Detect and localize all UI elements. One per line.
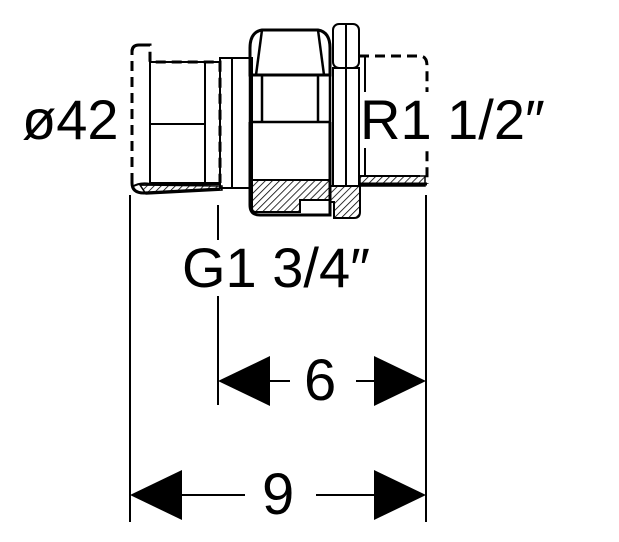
diameter-label: ø42 [22,88,119,151]
dimension-overall-value: 9 [258,466,299,524]
press-sleeve [130,43,222,195]
male-thread-label: R1 1/2″ [360,88,545,151]
dimension-line-9 [130,470,426,520]
extension-lines [129,195,427,522]
union-nut [248,28,332,217]
dimension-line-6 [218,356,426,406]
dimension-inner-value: 6 [300,352,341,410]
section-hatch [138,175,426,219]
neck [219,57,253,189]
union-thread-label: G1 3/4″ [182,236,370,299]
